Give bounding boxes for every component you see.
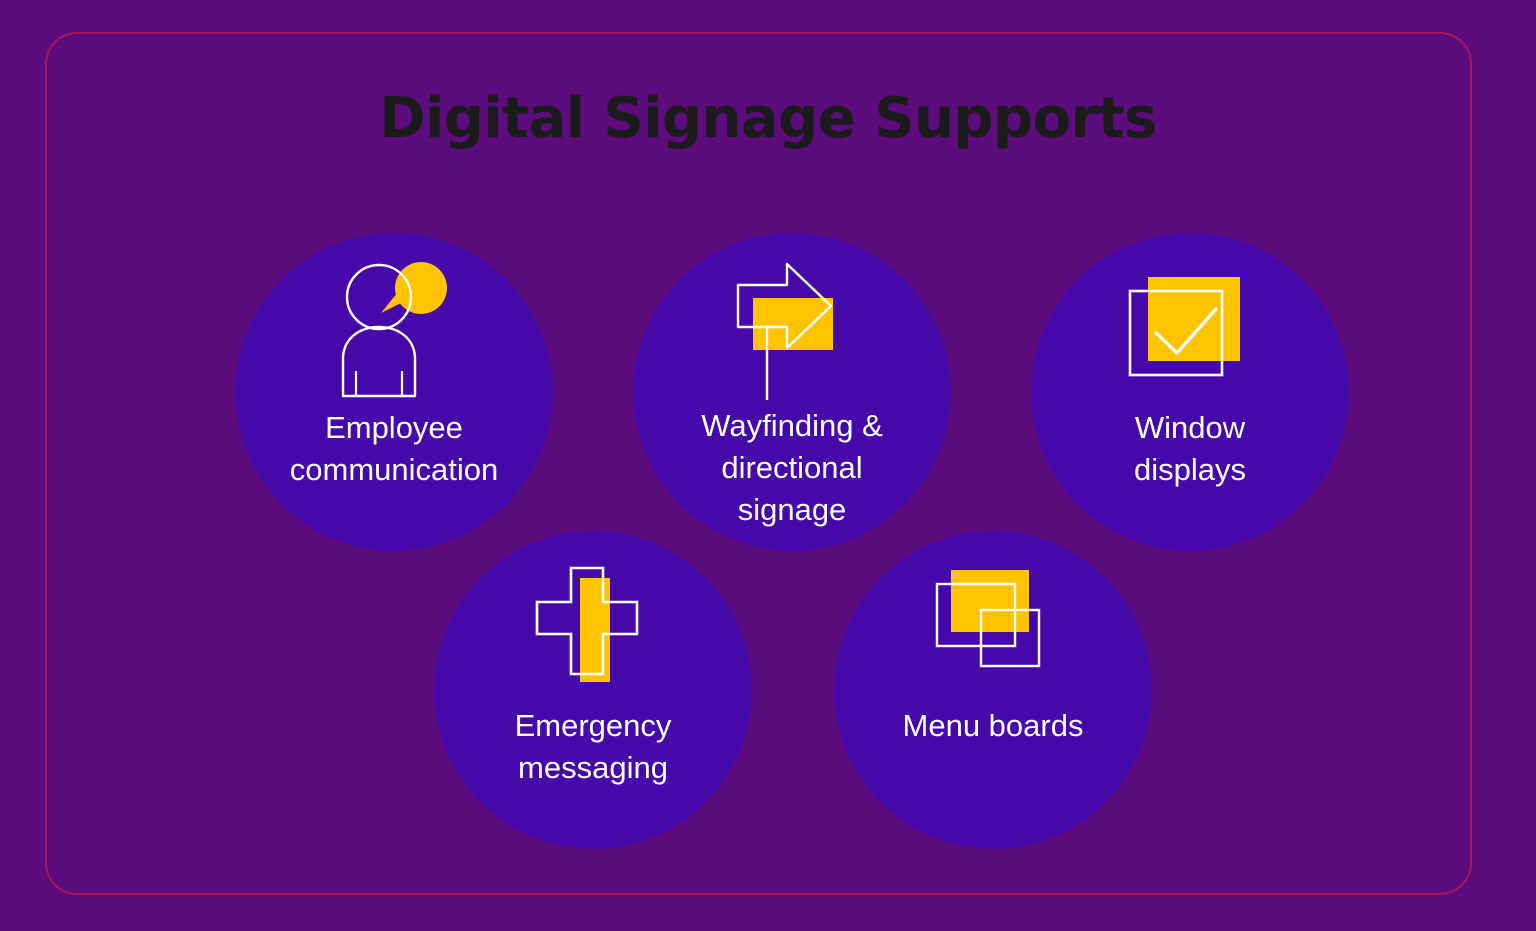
checked-window-icon <box>1120 255 1260 407</box>
bubble-employee-communication[interactable]: Employee communication <box>235 233 553 551</box>
bubble-label: Employee communication <box>289 410 499 487</box>
page-title: Digital Signage Supports <box>379 86 1157 151</box>
directional-arrow-sign-icon <box>732 255 852 405</box>
stacked-boards-icon <box>931 547 1056 705</box>
bubble-menu-boards[interactable]: Menu boards <box>834 531 1152 849</box>
person-speech-bubble-icon <box>329 255 459 407</box>
medical-cross-icon <box>533 547 653 705</box>
bubble-emergency-messaging[interactable]: Emergency messaging <box>434 531 752 849</box>
bubble-label: Menu boards <box>902 708 1084 743</box>
bubble-window-displays[interactable]: Window displays <box>1031 233 1349 551</box>
bubble-wayfinding-directional-signage[interactable]: Wayfinding & directional signage <box>633 233 951 551</box>
bubble-label: Wayfinding & directional signage <box>701 408 883 527</box>
bubble-label: Emergency messaging <box>514 708 672 785</box>
card-border <box>45 32 1472 895</box>
bubble-label: Window displays <box>1134 410 1246 487</box>
